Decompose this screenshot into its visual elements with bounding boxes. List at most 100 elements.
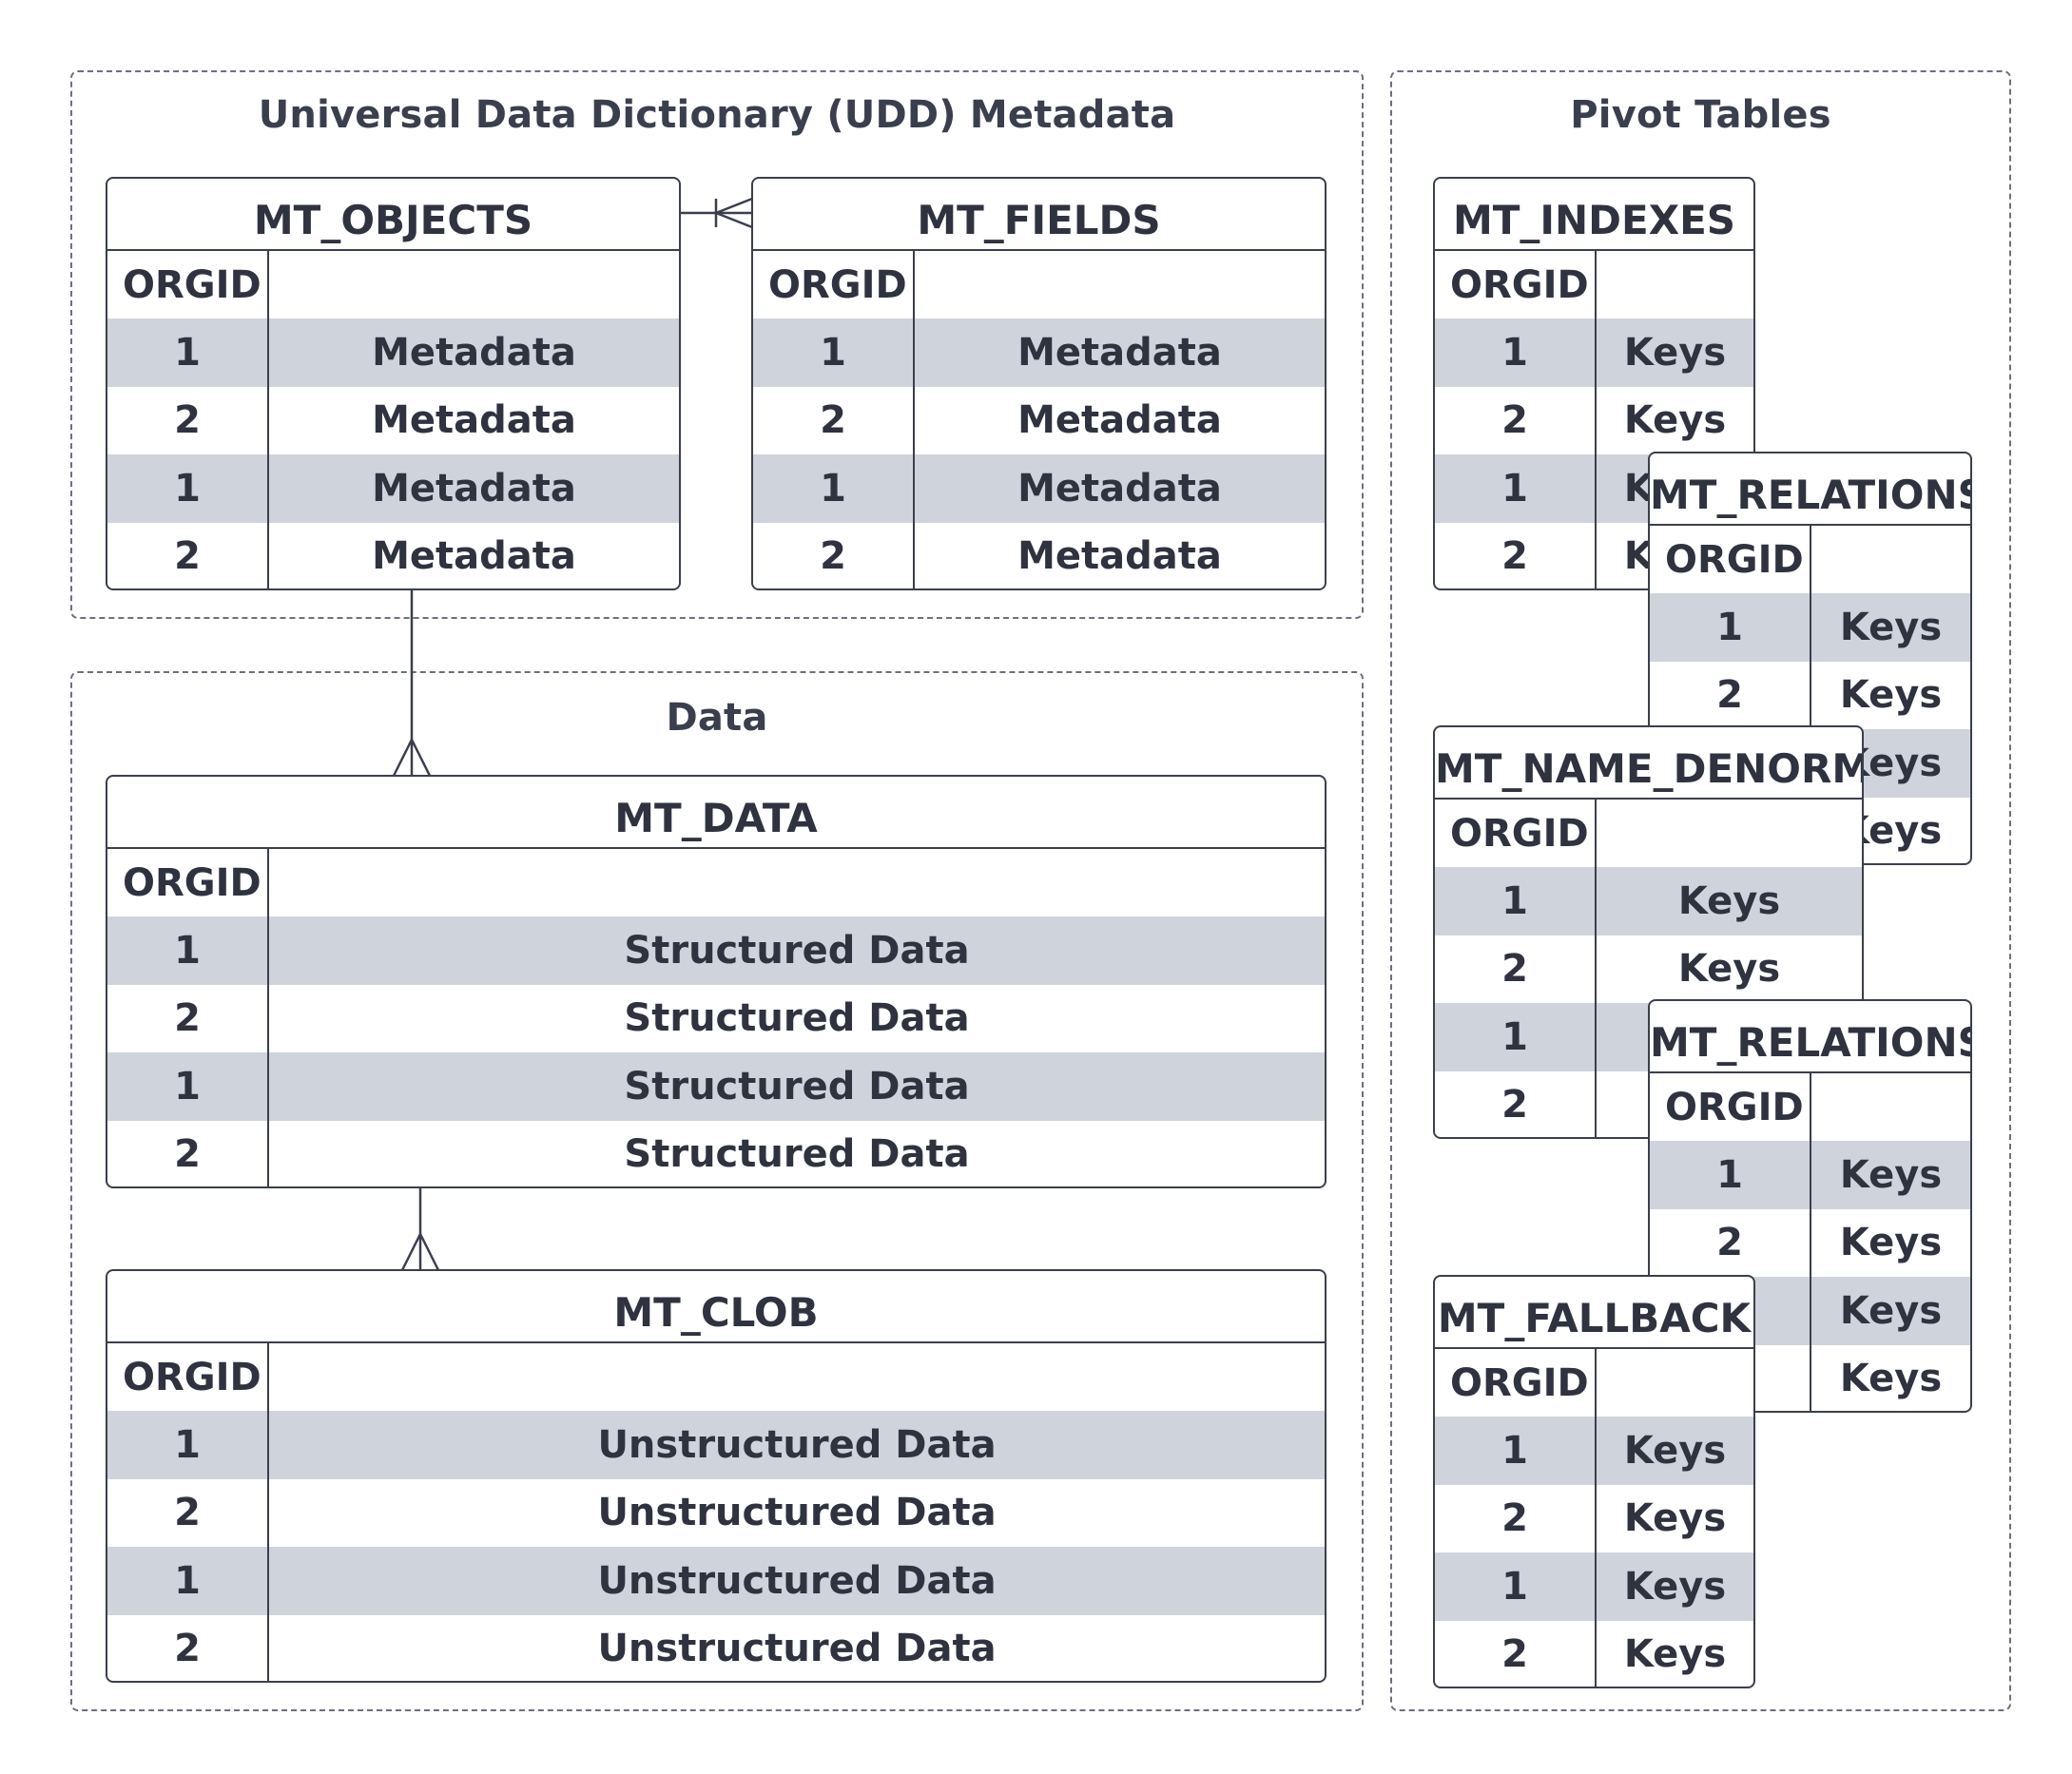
value-cell: Keys — [1677, 878, 1781, 923]
table-header-row: ORGID — [1435, 251, 1753, 318]
value-cell: Keys — [1623, 1428, 1727, 1473]
value-cell: Metadata — [1017, 398, 1222, 443]
orgid-cell: 1 — [1435, 1417, 1597, 1485]
table-row: 2 Metadata — [753, 522, 1325, 588]
table-title: MT_RELATIONS — [1650, 1001, 1970, 1073]
value-cell: Keys — [1677, 947, 1781, 992]
orgid-cell: 1 — [1650, 593, 1811, 662]
table-header-row: ORGID — [1650, 1073, 1970, 1141]
orgid-cell: 2 — [107, 386, 269, 454]
table-title: MT_OBJECTS — [107, 179, 679, 251]
value-cell: Metadata — [1017, 330, 1222, 375]
orgid-cell: 1 — [1435, 454, 1597, 523]
orgid-cell: 2 — [107, 984, 269, 1052]
table-row: 2 Metadata — [107, 386, 679, 454]
table-header-row: ORGID — [107, 1343, 1325, 1411]
value-cell: Metadata — [1017, 534, 1222, 579]
value-cell: Structured Data — [624, 1132, 970, 1177]
value-cell: Keys — [1839, 1357, 1943, 1401]
table-row: 1 Keys — [1435, 1417, 1753, 1485]
orgid-cell: 1 — [1435, 1003, 1597, 1071]
value-cell: Keys — [1839, 1152, 1943, 1197]
value-cell: Structured Data — [624, 928, 970, 973]
value-cell: Metadata — [1017, 466, 1222, 511]
table-row: 2 Structured Data — [107, 1120, 1325, 1186]
table-header-row: ORGID — [753, 251, 1325, 318]
table-title: MT_DATA — [107, 777, 1325, 849]
value-cell: Keys — [1839, 1288, 1943, 1333]
orgid-header: ORGID — [1435, 1349, 1597, 1417]
orgid-cell: 2 — [1650, 1208, 1811, 1277]
table-title: MT_RELATIONS — [1650, 453, 1970, 526]
value-cell: Metadata — [372, 466, 576, 511]
orgid-cell: 1 — [1435, 867, 1597, 935]
orgid-header: ORGID — [1435, 800, 1597, 867]
orgid-cell: 1 — [107, 1547, 269, 1615]
orgid-cell: 2 — [753, 522, 915, 588]
table-row: 1 Keys — [1435, 867, 1862, 935]
value-cell: Unstructured Data — [597, 1491, 997, 1535]
orgid-cell: 1 — [107, 916, 269, 985]
value-cell: Keys — [1623, 1496, 1727, 1541]
table-row: 2 Keys — [1435, 1484, 1753, 1552]
orgid-cell: 2 — [1435, 522, 1597, 588]
pivot-tables-group-title: Pivot Tables — [1570, 93, 1831, 137]
table-row: 1 Metadata — [753, 318, 1325, 387]
value-cell: Structured Data — [624, 996, 970, 1041]
value-cell: Metadata — [372, 398, 576, 443]
value-cell: Metadata — [372, 330, 576, 375]
orgid-header: ORGID — [107, 251, 269, 318]
value-cell: Keys — [1839, 1221, 1943, 1265]
value-cell: Keys — [1623, 398, 1727, 443]
table-row: 2 Unstructured Data — [107, 1478, 1325, 1547]
table-title: MT_INDEXES — [1435, 179, 1753, 251]
table-header-row: ORGID — [107, 849, 1325, 916]
orgid-cell: 1 — [753, 318, 915, 387]
table-row: 2 Structured Data — [107, 984, 1325, 1052]
table-row: 2 Keys — [1650, 1208, 1970, 1277]
orgid-cell: 2 — [1435, 1484, 1597, 1552]
value-cell: Unstructured Data — [597, 1558, 997, 1603]
orgid-header: ORGID — [1435, 251, 1597, 318]
table-header-row: ORGID — [1435, 1349, 1753, 1417]
table-title: MT_FIELDS — [753, 179, 1325, 251]
orgid-cell: 2 — [1650, 661, 1811, 729]
table-title: MT_CLOB — [107, 1271, 1325, 1343]
orgid-cell: 2 — [1435, 1070, 1597, 1137]
orgid-header: ORGID — [1650, 1073, 1811, 1141]
orgid-header: ORGID — [107, 849, 269, 916]
udd-metadata-group: Universal Data Dictionary (UDD) Metadata — [70, 70, 1364, 619]
orgid-cell: 2 — [107, 1478, 269, 1547]
table-row: 1 Structured Data — [107, 1052, 1325, 1121]
orgid-header: ORGID — [753, 251, 915, 318]
orgid-cell: 1 — [1435, 318, 1597, 387]
table-row: 1 Metadata — [753, 454, 1325, 523]
value-cell: Unstructured Data — [597, 1627, 997, 1671]
orgid-cell: 1 — [107, 1052, 269, 1121]
orgid-cell: 2 — [1435, 1620, 1597, 1687]
orgid-cell: 1 — [753, 454, 915, 523]
orgid-cell: 2 — [107, 1614, 269, 1681]
value-cell: Structured Data — [624, 1064, 970, 1109]
orgid-cell: 2 — [107, 522, 269, 588]
table-header-row: ORGID — [1650, 526, 1970, 593]
orgid-cell: 1 — [1650, 1141, 1811, 1209]
table-row: 2 Unstructured Data — [107, 1614, 1325, 1681]
orgid-cell: 2 — [107, 1120, 269, 1186]
